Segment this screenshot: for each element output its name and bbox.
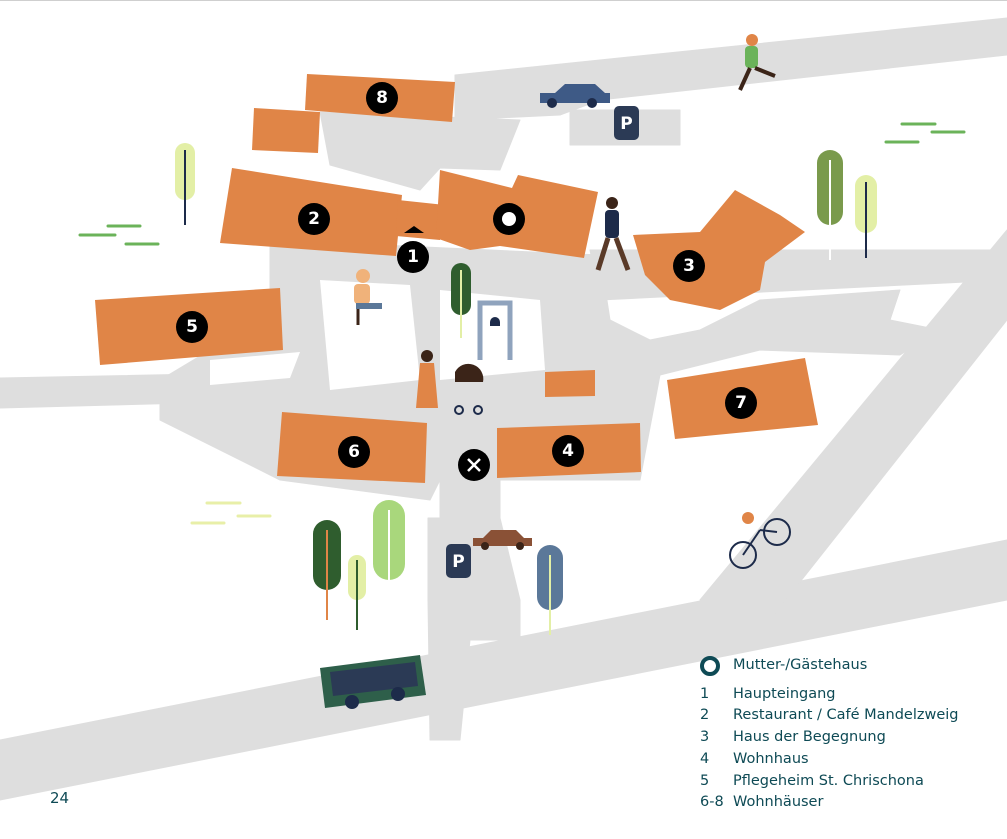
diagonal-road [699,229,1007,621]
marker-7[interactable]: 7 [725,387,757,419]
tree-icon [451,263,471,338]
page-number: 24 [50,789,70,807]
svg-text:P: P [620,114,632,134]
svg-text:2: 2 [308,209,320,229]
top-border [0,0,1007,1]
top-road [454,17,1007,121]
svg-text:4: 4 [562,441,574,461]
building-connector [396,200,445,240]
entrance-arrow-icon [404,226,424,233]
svg-text:7: 7 [735,393,747,413]
runner-icon [738,34,776,91]
bus-icon [320,655,426,709]
parking-sign-top[interactable]: P [614,106,639,140]
north-lane [319,111,521,191]
tree-icon [313,520,341,620]
legend-item: Mutter-/Gästehaus [700,655,959,684]
tree-icon [373,500,405,615]
car-icon [473,530,532,550]
svg-text:6: 6 [348,442,360,462]
tree-icon [855,175,877,258]
tree-icon [817,150,843,260]
parking-sign-bottom[interactable]: P [446,544,471,578]
tree-icon [348,555,366,630]
marker-1[interactable]: 1 [397,241,429,273]
marker-4[interactable]: 4 [552,435,584,467]
svg-text:P: P [452,552,464,572]
marker-6[interactable]: 6 [338,436,370,468]
svg-text:8: 8 [376,88,388,108]
svg-text:5: 5 [186,317,198,337]
seated-person-icon [354,269,382,325]
tree-icon [175,143,195,225]
bell-tower-icon [477,300,513,360]
pedestrian-icon [595,197,631,271]
tree-icon [537,545,563,635]
markers: 1 2 3 4 5 6 7 8 [176,82,757,481]
cyclist-icon [729,512,791,569]
svg-text:1: 1 [407,247,419,267]
person-with-stroller-icon [416,350,484,415]
ring-icon [700,656,720,676]
marker-x-icon[interactable] [458,449,490,481]
building-annex [252,108,320,153]
marker-3[interactable]: 3 [673,250,705,282]
marker-2[interactable]: 2 [298,203,330,235]
south-lane [427,517,521,741]
building-small [545,370,595,397]
south-connector [439,479,501,521]
building-3 [633,190,805,310]
marker-mutterhaus[interactable] [493,203,525,235]
marker-5[interactable]: 5 [176,311,208,343]
svg-text:3: 3 [683,256,695,276]
grass-lines [78,122,966,525]
marker-8[interactable]: 8 [366,82,398,114]
trees [175,143,877,635]
car-icon [540,84,610,108]
